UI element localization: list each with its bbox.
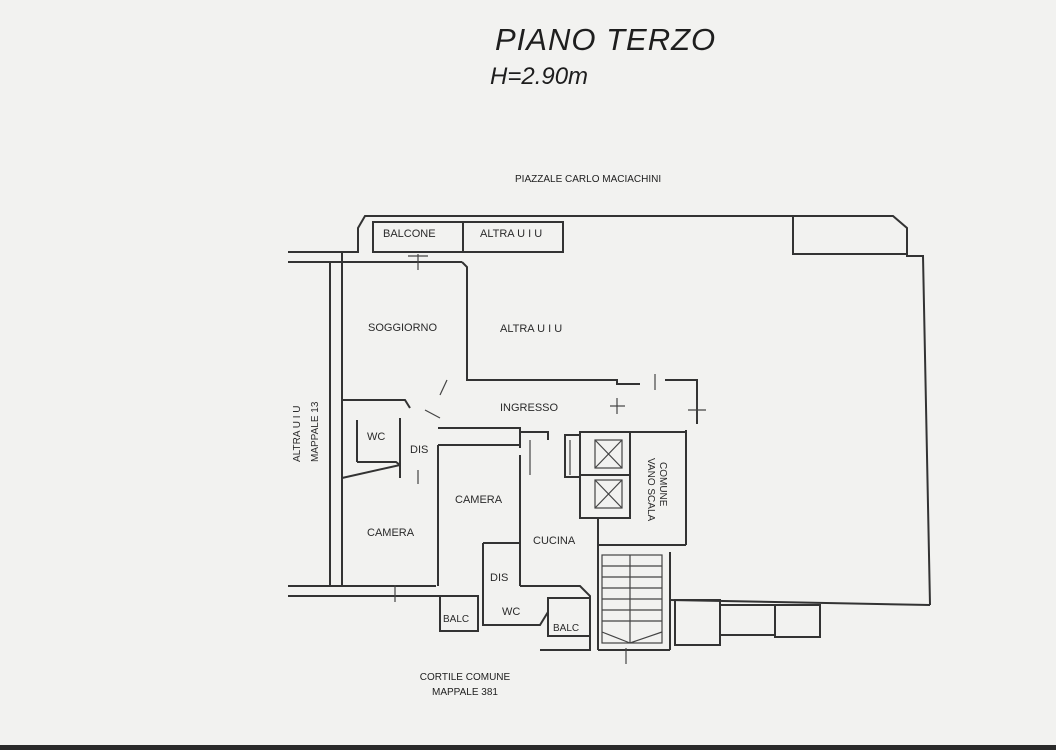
floor-title: PIANO TERZO: [495, 22, 717, 57]
courtyard-line-1: CORTILE COMUNE: [419, 672, 511, 683]
courtyard-line-2: MAPPALE 381: [432, 687, 498, 698]
courtyard-label: CORTILE COMUNE MAPPALE 381: [385, 670, 545, 700]
label-vano-comune: COMUNE: [657, 462, 668, 507]
label-camera-center: CAMERA: [455, 494, 503, 506]
door-markers: [394, 254, 706, 664]
label-dis-left: DIS: [410, 444, 428, 456]
label-dis-bottom: DIS: [490, 572, 508, 584]
scan-edge: [0, 745, 1056, 750]
label-wc-left: WC: [367, 431, 385, 443]
label-camera-left: CAMERA: [367, 527, 415, 539]
lift-shafts: [594, 439, 623, 509]
common-staircase: [601, 554, 663, 644]
top-balconies: [372, 216, 907, 255]
ceiling-height-label: H=2.90m: [490, 63, 589, 90]
label-vano-scala: VANO SCALA: [645, 458, 656, 521]
label-altra-uiu-main: ALTRA U I U: [500, 323, 562, 335]
apartment-walls: [341, 261, 931, 651]
label-balcone: BALCONE: [383, 228, 436, 240]
label-cucina: CUCINA: [533, 535, 576, 547]
label-balc-right: BALC: [553, 623, 579, 634]
label-balc-left: BALC: [443, 614, 469, 625]
street-label: PIAZZALE CARLO MACIACHINI: [515, 174, 662, 185]
label-wc-bottom: WC: [502, 606, 520, 618]
label-soggiorno: SOGGIORNO: [368, 322, 438, 334]
label-altra-uiu-top: ALTRA U I U: [480, 228, 542, 240]
label-mappale-13: MAPPALE 13: [310, 401, 321, 462]
building-outline: [288, 215, 931, 606]
label-ingresso: INGRESSO: [500, 402, 559, 414]
label-altra-uiu-side: ALTRA U I U: [292, 406, 303, 463]
